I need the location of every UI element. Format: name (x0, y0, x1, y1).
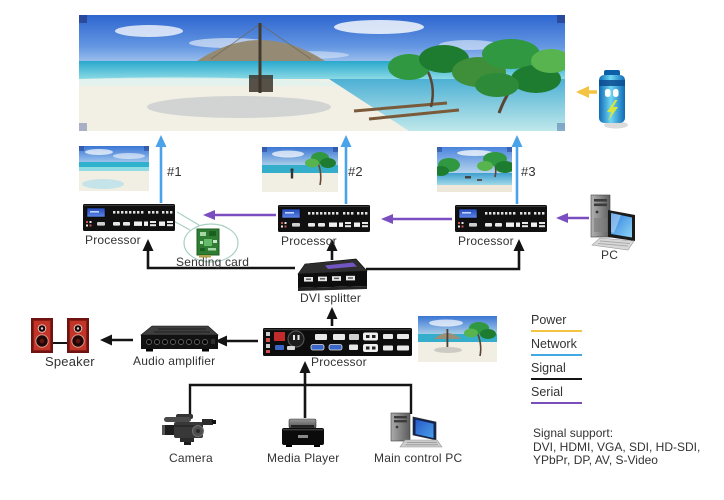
speaker-left-icon (31, 318, 53, 353)
preview-image (418, 316, 497, 362)
pc-label: PC (601, 248, 619, 262)
legend-item-network: Network (531, 337, 582, 356)
sending-card-label: Sending card (176, 255, 250, 269)
palm-trees (388, 39, 571, 114)
processor-2-icon (278, 205, 370, 232)
legend-signal-line (531, 378, 582, 380)
screen-2-label: #2 (348, 164, 363, 179)
legend-signal-label: Signal (531, 361, 566, 375)
legend-item-serial: Serial (531, 385, 582, 404)
signal-support-heading: Signal support: (533, 426, 614, 440)
main-processor-label: Processor (311, 355, 367, 369)
pc-icon (588, 194, 638, 252)
main-processor-icon (263, 328, 412, 356)
dvi-splitter-icon (293, 257, 369, 295)
dvi-splitter-label: DVI splitter (300, 291, 362, 305)
audio-amplifier-label: Audio amplifier (133, 354, 216, 368)
main-control-pc-label: Main control PC (374, 451, 463, 465)
power-battery-icon (596, 68, 630, 130)
processor-2-label: Processor (281, 234, 337, 248)
screen-3-label: #3 (521, 164, 536, 179)
legend-network-line (531, 354, 582, 356)
processor-3-icon (455, 205, 547, 232)
camera-label: Camera (169, 451, 213, 465)
legend-network-label: Network (531, 337, 577, 351)
legend-item-signal: Signal (531, 361, 582, 380)
legend-power-line (531, 330, 582, 332)
signal-support-note: Signal support: DVI, HDMI, VGA, SDI, HD-… (533, 426, 701, 468)
processor-1-label: Processor (85, 233, 141, 247)
processor-1-icon (83, 204, 175, 231)
screen-1-image (79, 146, 149, 191)
legend-power-label: Power (531, 313, 567, 327)
screen-2-image (262, 147, 338, 192)
signal-support-line-2: YPbPr, DP, AV, S-Video (533, 453, 658, 467)
signal-support-line-1: DVI, HDMI, VGA, SDI, HD-SDI, (533, 439, 701, 454)
screen-1-label: #1 (167, 164, 182, 179)
legend-serial-label: Serial (531, 385, 563, 399)
audio-amplifier-icon (136, 323, 220, 354)
legend-serial-line (531, 402, 582, 404)
panel-corner-marks (79, 15, 565, 131)
camera-icon (162, 413, 216, 449)
media-player-icon (280, 418, 326, 449)
legend: Power Network Signal Serial (531, 313, 582, 409)
speaker-label: Speaker (45, 354, 95, 369)
processor-3-label: Processor (458, 234, 514, 248)
signal-bus-sources (188, 383, 413, 414)
speaker-right-icon (67, 318, 89, 353)
led-wall-display (79, 15, 571, 131)
sending-card-icon (196, 228, 221, 258)
screen-3-image (433, 147, 515, 192)
beach-umbrella (197, 23, 325, 93)
media-player-label: Media Player (267, 451, 340, 465)
legend-item-power: Power (531, 313, 582, 332)
main-control-pc-icon (386, 412, 444, 452)
